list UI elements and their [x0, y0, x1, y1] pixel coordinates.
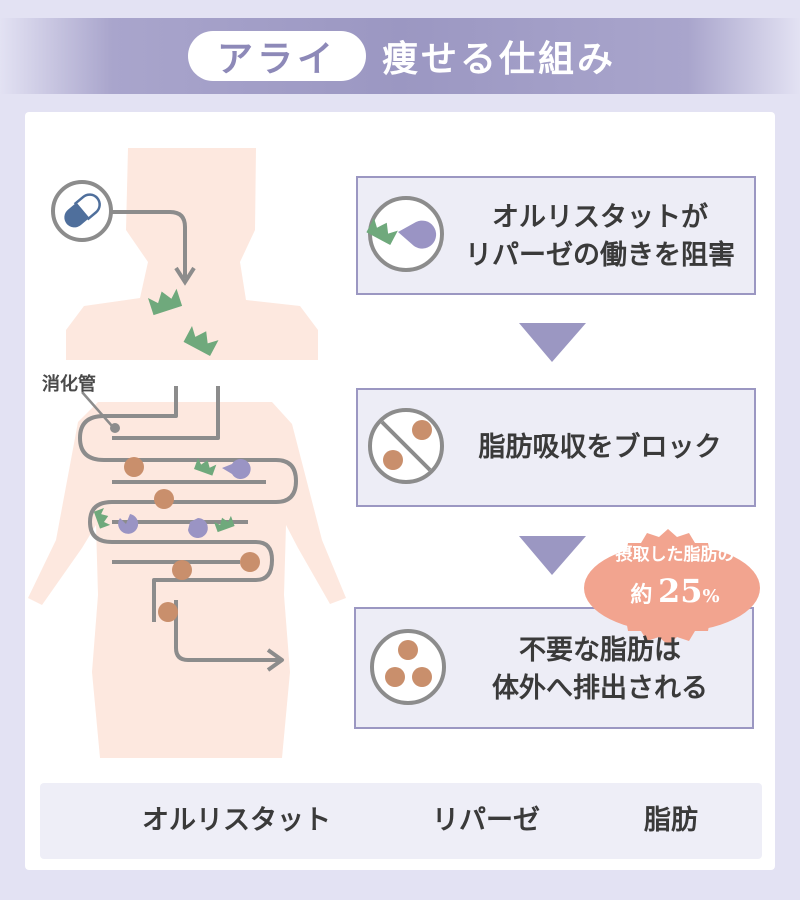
lipase-icon	[188, 518, 208, 538]
badge-unit: %	[702, 586, 720, 607]
percentage-badge	[584, 529, 760, 645]
lipase-icon	[222, 459, 251, 480]
page-title: 痩せる仕組み	[382, 38, 617, 80]
down-arrow	[519, 536, 586, 575]
legend-label-orlistat: オルリスタット	[142, 805, 331, 836]
fat-icon	[240, 552, 260, 572]
stage-2-text: 脂肪吸収をブロック	[455, 429, 745, 467]
lipase-icon	[118, 514, 139, 534]
brand-pill: アライ	[188, 31, 366, 81]
legend-label-fat: 脂肪	[644, 805, 698, 836]
fat-icon	[172, 560, 192, 580]
capsule-icon	[51, 180, 113, 242]
legend	[40, 783, 762, 859]
stage-3-line-2: 体外へ排出される	[492, 673, 708, 704]
header-banner	[0, 18, 800, 94]
badge-value: 約 25%	[600, 572, 750, 610]
down-arrow	[519, 323, 586, 362]
stage-3-line-1: 不要な脂肪は	[519, 635, 681, 666]
swallow-arrow	[112, 210, 187, 278]
badge-caption: 摂取した脂肪の	[615, 545, 735, 565]
fat-icon	[124, 457, 144, 477]
stage-box-1	[356, 176, 756, 295]
legend-label-lipase: リパーゼ	[432, 805, 540, 836]
fat-icon	[154, 489, 174, 509]
stage-2-line-1: 脂肪吸収をブロック	[478, 432, 722, 463]
stage-1-line-2: リパーゼの働きを阻害	[465, 240, 735, 271]
badge-number: 25	[657, 572, 703, 610]
stage-1-line-1: オルリスタットが	[492, 202, 708, 233]
fat-icon	[158, 602, 178, 622]
stage-1-text: オルリスタットが リパーゼの働きを阻害	[455, 199, 745, 275]
stage-3-text: 不要な脂肪は 体外へ排出される	[455, 632, 745, 708]
badge-prefix: 約	[630, 582, 653, 608]
digestive-tract-label: 消化管	[42, 374, 96, 395]
stage-box-2	[356, 388, 756, 507]
